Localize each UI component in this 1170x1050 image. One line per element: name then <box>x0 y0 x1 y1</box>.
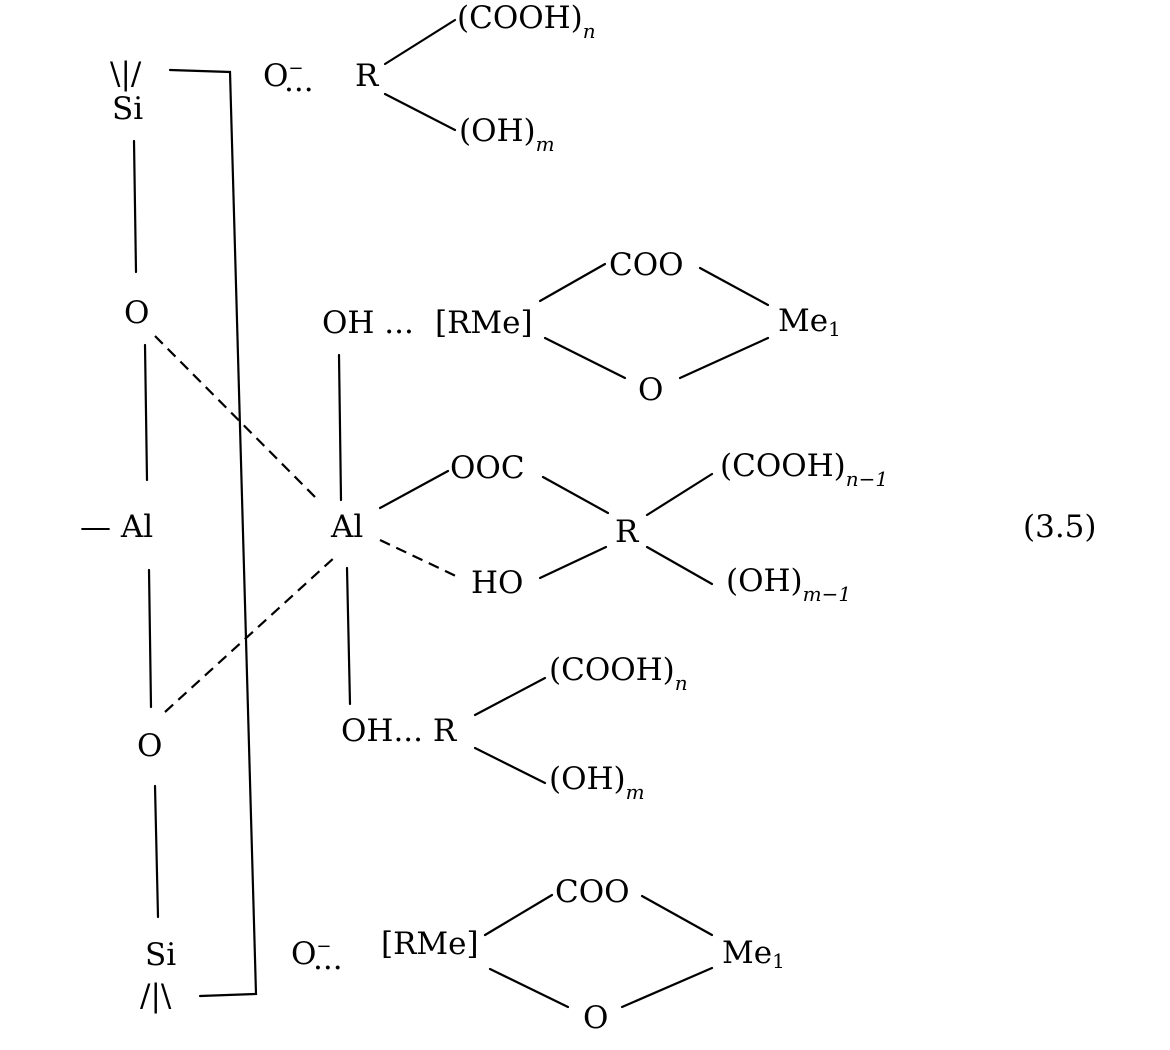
row1-dots: ... <box>284 63 314 99</box>
row2-me1: Me1 <box>778 303 841 341</box>
row5-coo: COO <box>555 874 630 910</box>
bond-row1-r-cooh <box>383 18 457 66</box>
bond-row5-rme-o <box>488 967 570 1009</box>
center-aluminium: Al <box>330 509 363 545</box>
row5-oxygen-anion: O− <box>291 936 332 972</box>
bond-al-o-left <box>147 568 153 709</box>
bond-row3-ooc-r <box>541 475 610 515</box>
bond-o-al-left <box>143 343 149 482</box>
bond-row3-r-cooh <box>645 472 714 517</box>
row5-rme: [RMe] <box>381 926 479 962</box>
bond-al-oh-down <box>345 566 352 706</box>
row1-oh: (OH)m <box>459 113 555 156</box>
row2-rme: [RMe] <box>435 305 533 341</box>
dashed-bond-lower-o-al <box>164 555 337 713</box>
bond-row5-coo-me1 <box>640 894 714 937</box>
row3-r: R <box>615 514 640 550</box>
upper-bridge-oxygen: O <box>124 295 149 331</box>
bottom-si-bonds: /|\ <box>140 978 172 1014</box>
bond-row1-r-oh <box>383 92 457 132</box>
row4-oh: (OH)m <box>549 761 645 804</box>
bond-row2-o-me1 <box>678 336 770 380</box>
row5-oxygen: O <box>583 1000 608 1036</box>
dashed-bond-upper-o-al <box>154 335 319 501</box>
row2-oh-dots: OH ... <box>322 305 414 341</box>
bond-o-si-lower <box>153 784 160 919</box>
bond-row5-o-me1 <box>620 966 714 1009</box>
top-si-atom: Si <box>112 91 143 127</box>
bond-row3-ho-r <box>538 545 608 580</box>
row1-oxygen-anion: O− <box>263 58 304 94</box>
row3-oh: (OH)m−1 <box>726 563 851 606</box>
row5-dots: ... <box>313 941 343 977</box>
bond-al-ooc <box>378 469 450 510</box>
row2-coo: COO <box>609 247 684 283</box>
top-si-bonds: \|/ <box>110 56 142 92</box>
bottom-si-atom: Si <box>145 937 176 973</box>
row3-ooc: OOC <box>450 450 525 486</box>
bond-row2-rme-coo <box>538 262 607 303</box>
bond-row5-rme-coo <box>483 893 554 937</box>
dashed-bond-al-ho <box>379 539 461 579</box>
bond-row4-r-oh <box>473 746 547 785</box>
equation-number: (3.5) <box>1023 509 1097 545</box>
bond-row3-r-oh <box>645 545 714 586</box>
row1-r: R <box>355 58 380 94</box>
row3-ho: HO <box>471 565 523 601</box>
row1-cooh: (COOH)n <box>457 0 596 43</box>
row4-cooh: (COOH)n <box>549 652 688 695</box>
bracket-line <box>168 68 258 998</box>
bond-si-o-upper <box>132 139 138 274</box>
left-aluminium: — Al <box>80 509 153 545</box>
bond-al-oh-up <box>337 353 343 502</box>
row2-oxygen: O <box>638 372 663 408</box>
bond-row2-coo-me1 <box>698 266 770 307</box>
lower-bridge-oxygen: O <box>137 728 162 764</box>
bond-row2-rme-o <box>543 336 627 380</box>
bond-row4-r-cooh <box>473 676 547 717</box>
row3-cooh: (COOH)n−1 <box>720 448 888 491</box>
row4-oh-r: OH... R <box>341 713 458 749</box>
row5-me1: Me1 <box>722 935 785 973</box>
